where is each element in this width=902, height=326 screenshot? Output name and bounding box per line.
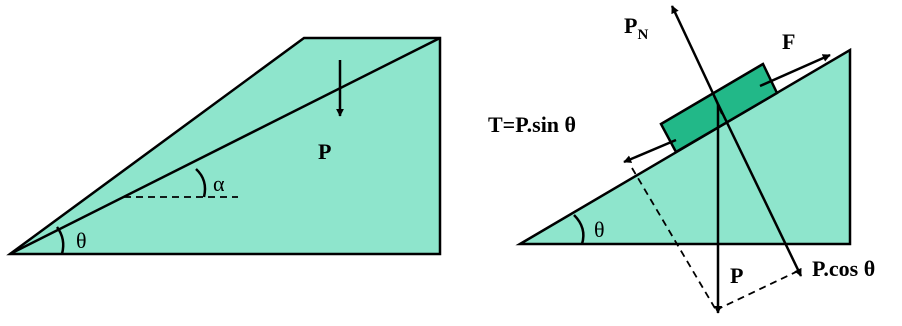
friction-label: F [782, 29, 795, 54]
right-theta-arc [573, 214, 585, 245]
left-figure: P α θ [6, 36, 442, 256]
left-alpha-label: α [213, 171, 225, 196]
left-alpha-arc [195, 168, 207, 198]
normal-force-main: P [624, 13, 637, 38]
normal-force-subscript: N [637, 27, 648, 43]
normal-component-arrow [716, 103, 803, 277]
dashed-projection-bottom [715, 269, 801, 311]
right-figure: θ PN F T=P.sin θ P P.cos θ [488, 5, 875, 314]
left-slope-line [9, 36, 441, 256]
left-theta-label: θ [76, 228, 87, 253]
friction-arrow [759, 53, 831, 88]
weight-label: P [730, 263, 743, 288]
normal-force-label: PN [624, 13, 648, 43]
tangential-arrow [623, 138, 677, 164]
normal-component-label: P.cos θ [812, 256, 875, 281]
normal-force-arrow [670, 5, 720, 105]
dashed-projection-left [631, 167, 717, 311]
left-theta-arc [55, 226, 65, 255]
tangential-label: T=P.sin θ [488, 112, 576, 137]
right-theta-label: θ [594, 217, 605, 242]
left-weight-label: P [318, 139, 331, 164]
